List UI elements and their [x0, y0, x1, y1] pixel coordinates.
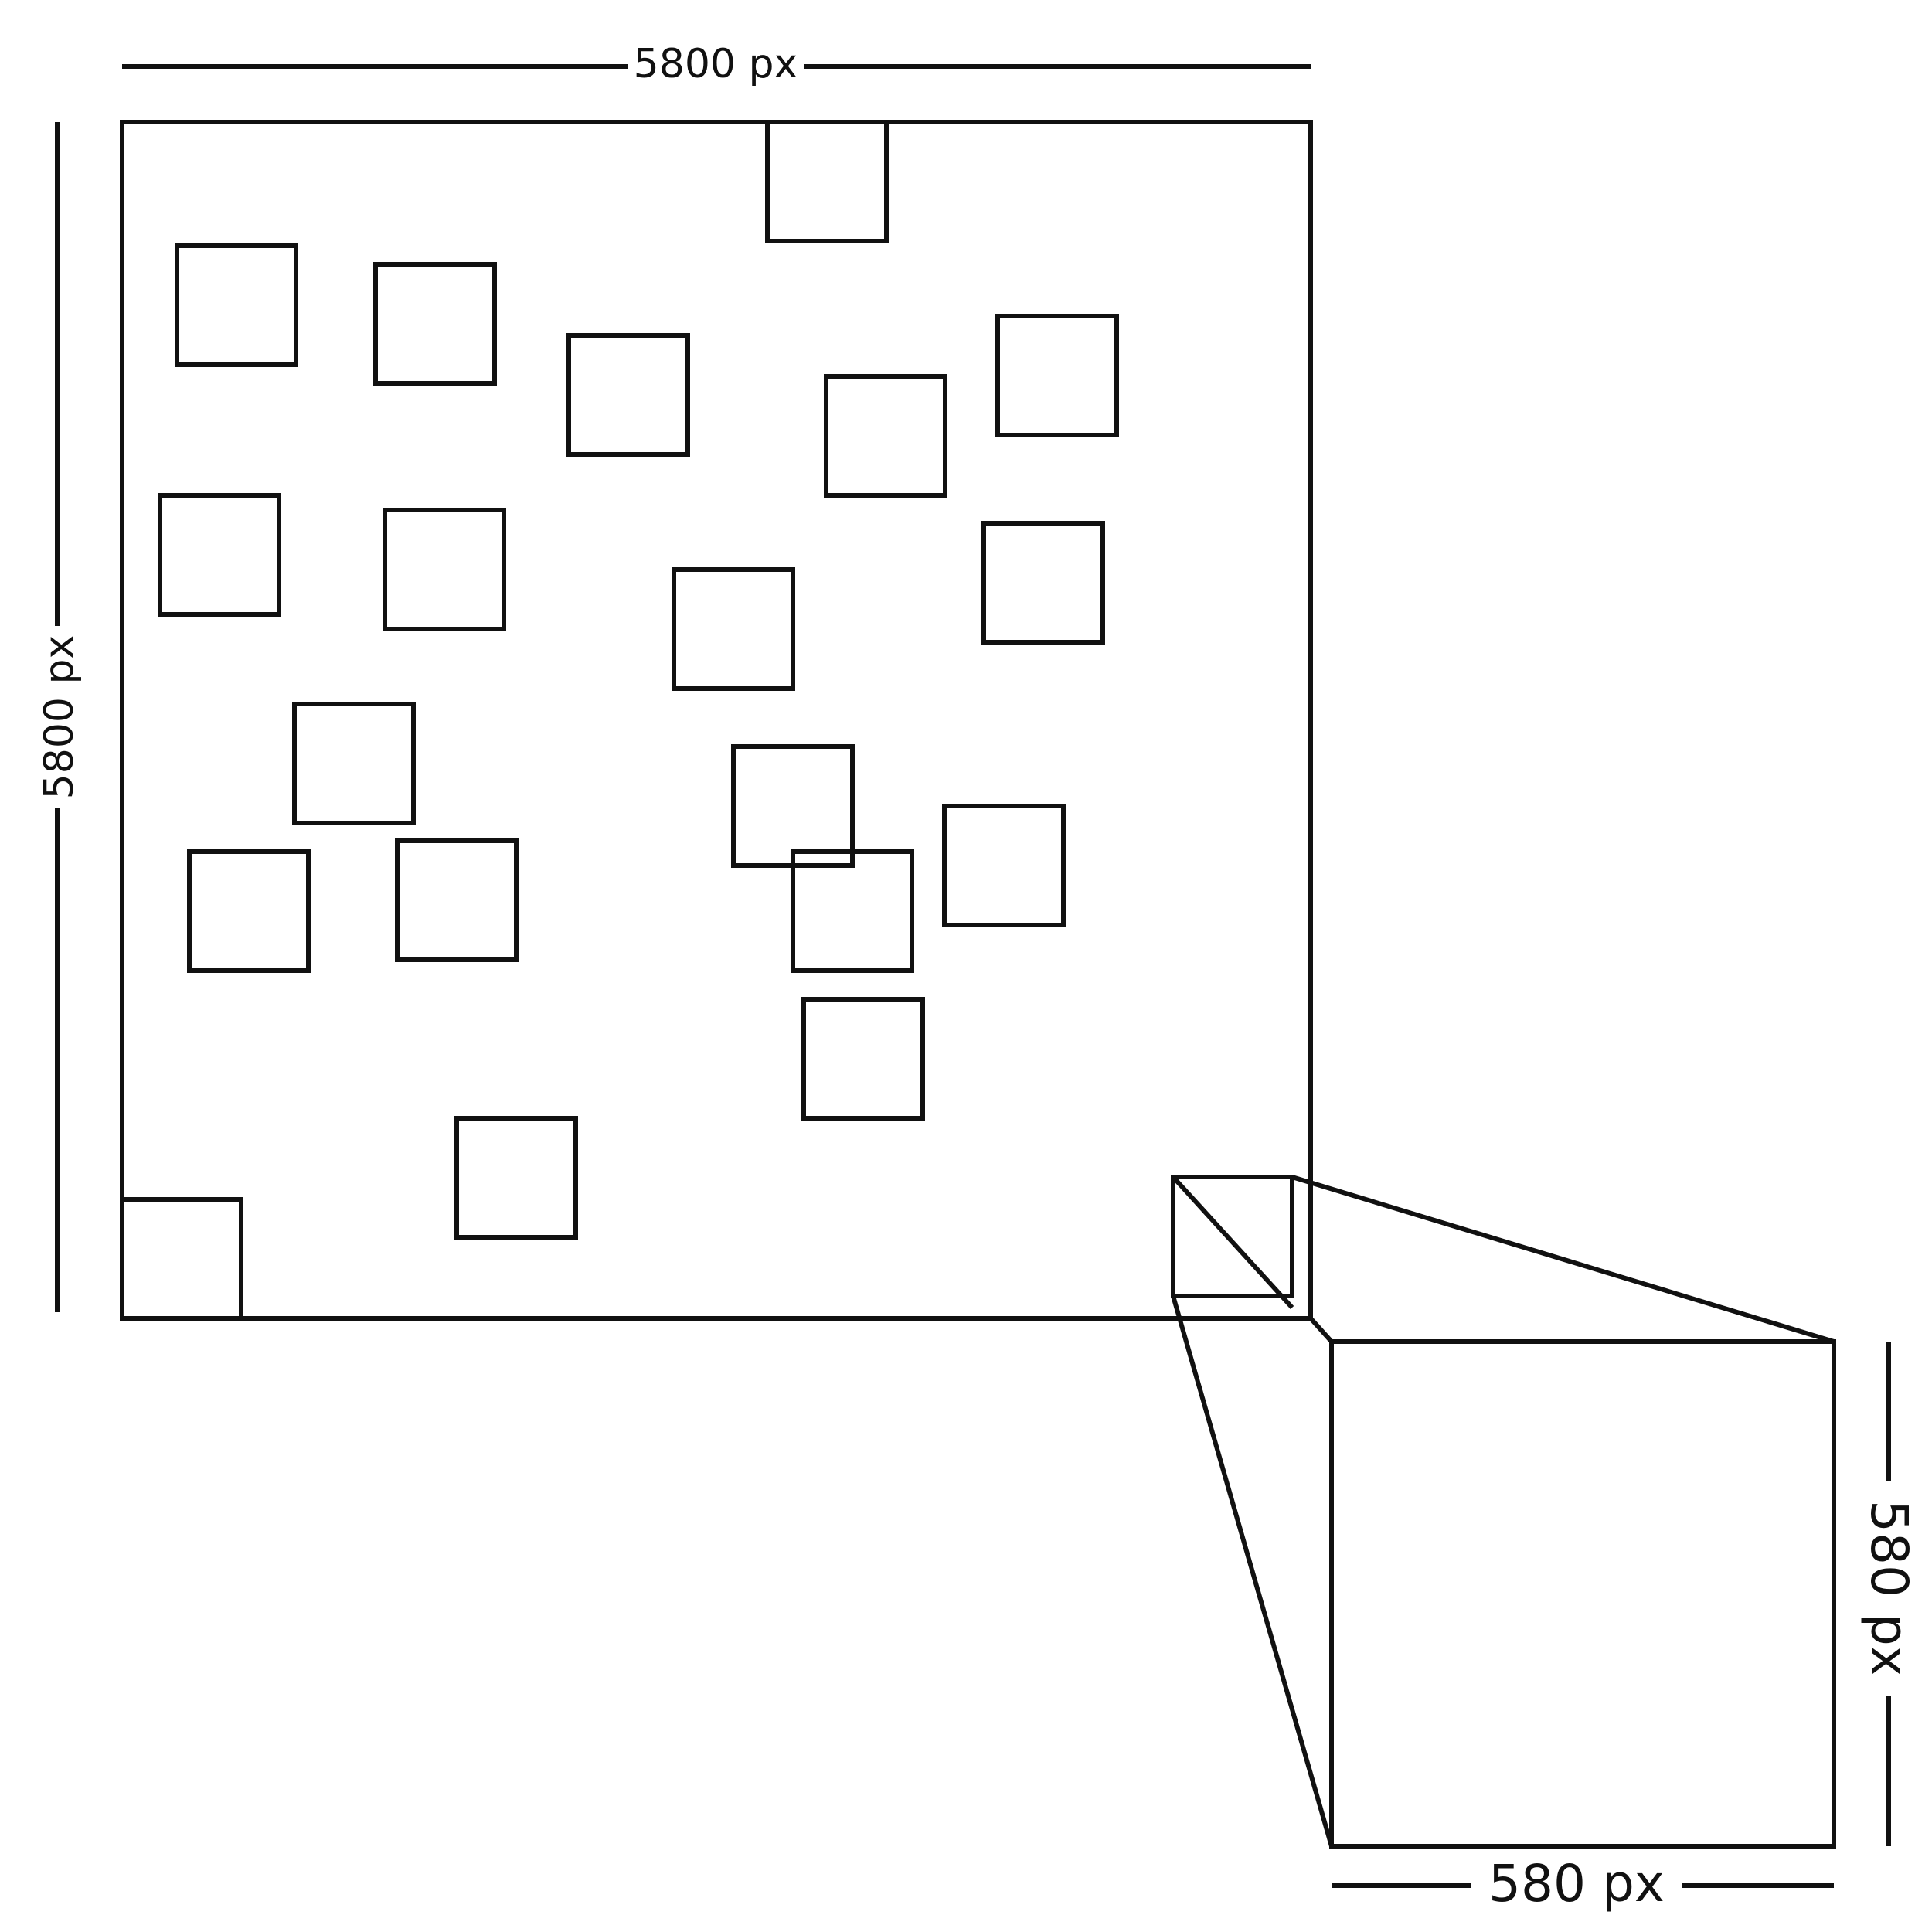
- small-height-dimension: 580 px: [1859, 1342, 1919, 1846]
- tile: [395, 838, 519, 962]
- sampled-tiles: [120, 120, 1119, 1321]
- large-width-label: 5800 px: [634, 41, 798, 87]
- projection-line-top: [1291, 1175, 1835, 1344]
- tile: [672, 567, 795, 691]
- tile: [187, 849, 311, 973]
- tile: [765, 120, 889, 243]
- tile: [995, 314, 1119, 437]
- tile: [175, 243, 298, 367]
- tile: [454, 1116, 578, 1240]
- large-height-label: 5800 px: [36, 635, 83, 800]
- tile: [942, 804, 1066, 927]
- highlighted-tile: [1171, 1175, 1294, 1310]
- enlarged-tile-frame: [1329, 1339, 1836, 1849]
- tile: [292, 702, 416, 825]
- large-width-dimension: 5800 px: [122, 41, 1311, 87]
- highlighted-tile-diagonal: [1171, 1175, 1294, 1310]
- tile: [791, 849, 914, 973]
- tile: [981, 521, 1105, 645]
- tile: [801, 997, 925, 1121]
- tile: [824, 374, 947, 498]
- projection-line-left: [1171, 1295, 1334, 1847]
- large-height-dimension: 5800 px: [36, 122, 83, 1312]
- tile: [158, 493, 281, 617]
- large-image-frame: [120, 120, 1313, 1321]
- small-width-label: 580 px: [1488, 1854, 1665, 1913]
- small-width-dimension: 580 px: [1332, 1854, 1834, 1913]
- tile: [120, 1197, 243, 1321]
- projection-line-corner: [1308, 1316, 1334, 1344]
- zoom-projection-lines: [1171, 1175, 1835, 1847]
- tile: [383, 508, 506, 631]
- tile: [373, 262, 497, 386]
- small-height-label: 580 px: [1859, 1500, 1919, 1676]
- highlighted-tile-frame: [1171, 1175, 1294, 1298]
- tile: [731, 744, 855, 868]
- tile: [566, 333, 690, 457]
